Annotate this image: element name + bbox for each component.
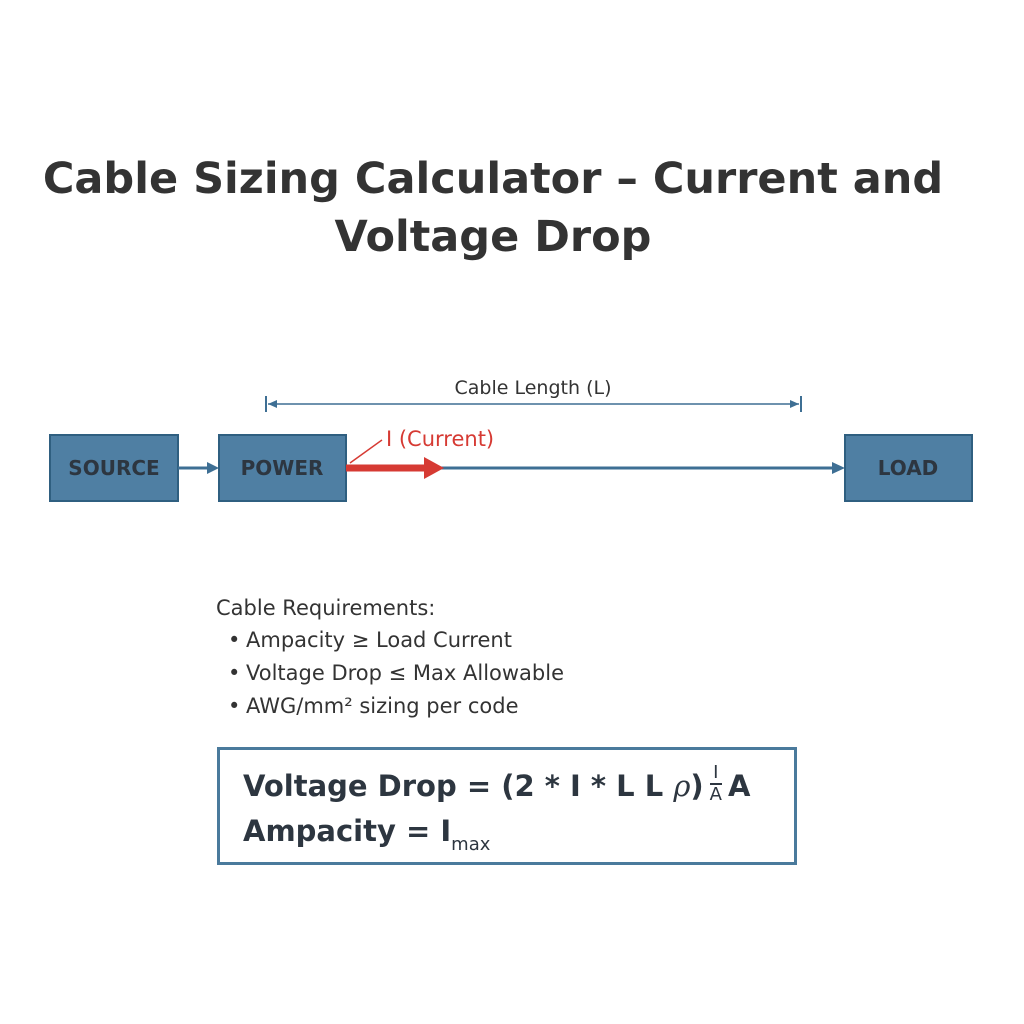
fraction-denominator: A [709,784,722,805]
requirements-list: •Ampacity ≥ Load Current •Voltage Drop ≤… [216,624,816,723]
power-label: POWER [241,456,324,480]
bullet-icon: • [228,661,241,685]
vd-close-paren: ) [690,769,704,803]
current-arrowhead-icon [424,457,444,479]
load-node: LOAD [844,434,973,502]
source-node: SOURCE [49,434,179,502]
source-to-power-arrow [178,462,219,474]
cable-requirements: Cable Requirements: •Ampacity ≥ Load Cur… [216,592,816,723]
ampacity-prefix: Ampacity = I [243,814,452,848]
current-label: I (Current) [386,427,494,451]
power-node: POWER [218,434,347,502]
power-box [218,434,347,502]
page-title: Cable Sizing Calculator – Current and Vo… [0,150,986,266]
dimension-arrow-right-icon [790,400,799,408]
bullet-icon: • [228,628,241,652]
requirement-text: Voltage Drop ≤ Max Allowable [246,661,565,685]
list-item: •Voltage Drop ≤ Max Allowable [216,657,816,690]
list-item: •AWG/mm² sizing per code [216,690,816,723]
source-power-arrowhead-icon [207,462,219,474]
title-line-2: Voltage Drop [334,212,652,262]
requirement-text: AWG/mm² sizing per code [246,694,519,718]
source-label: SOURCE [68,456,159,480]
source-box [49,434,179,502]
cable-length-dimension: Cable Length (L) [265,377,802,412]
cable-arrowhead-icon [832,462,845,474]
ampacity-formula: Ampacity = Imax [243,814,490,855]
vd-formula-suffix: A [727,769,751,803]
load-label: LOAD [878,456,939,480]
requirement-text: Ampacity ≥ Load Current [246,628,512,652]
vd-formula-prefix: Voltage Drop = (2 * I * L L [243,769,674,803]
title-line-1: Cable Sizing Calculator – Current and [42,154,944,204]
dimension-arrow-left-icon [268,400,277,408]
requirements-heading: Cable Requirements: [216,596,436,620]
bullet-icon: • [228,694,241,718]
current-arrow: I (Current) [346,427,494,479]
cable-length-label: Cable Length (L) [455,377,612,399]
cable-wire [420,462,845,474]
current-leader-line [349,439,383,464]
rho-symbol: ρ [673,769,691,803]
fraction-numerator: I [709,764,722,785]
list-item: •Ampacity ≥ Load Current [216,624,816,657]
ampacity-subscript: max [451,834,491,855]
load-box [844,434,973,502]
circuit-diagram: Cable Length (L) SOURCE POWER I (Current… [49,377,973,502]
